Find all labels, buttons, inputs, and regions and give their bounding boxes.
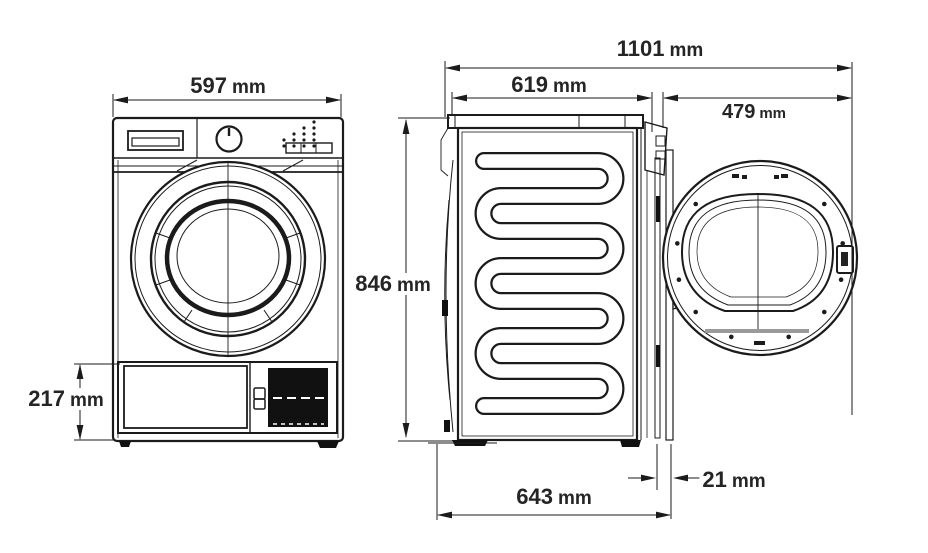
porthole-door: [129, 160, 327, 358]
hinge-area: [640, 121, 668, 440]
drawer-icon: [127, 130, 184, 151]
dimension-lines: [74, 61, 853, 520]
door-outer-rim: [661, 159, 859, 357]
program-knob-icon: [215, 125, 243, 153]
cabinet-outline: [111, 116, 345, 443]
dim-front-width-line: [112, 94, 342, 117]
top-lid: [447, 114, 644, 129]
dim-depth-closed-line: [428, 442, 672, 520]
door-open-view: [661, 159, 859, 357]
condenser-drawer: [123, 365, 248, 429]
door-spokes: [155, 232, 301, 323]
door-screw-dots: [675, 174, 845, 345]
latch-icon: [253, 387, 266, 400]
side-body: [456, 126, 639, 442]
button-row-icon: [285, 142, 333, 154]
drawer-handle: [131, 137, 180, 147]
side-view: [440, 114, 674, 447]
kick-panel: [117, 361, 338, 434]
front-bulge: [440, 127, 454, 433]
dim-total-depth-line: [444, 61, 853, 415]
dim-door-protrusion-line: [628, 474, 700, 482]
gray-trim-bar: [705, 329, 809, 333]
door-window: [680, 192, 835, 331]
door-bottom-mark: [754, 341, 765, 345]
dim-door-width-line: [662, 92, 852, 128]
door-latch-icon: [836, 245, 854, 274]
led-indicator-dots-icon: [282, 120, 316, 148]
control-panel: [113, 118, 343, 173]
dim-body-depth-line: [451, 92, 653, 132]
dim-base-height-line: [74, 363, 120, 441]
heat-exchanger-coil-icon: [474, 152, 625, 415]
front-feet: [119, 441, 339, 448]
hinge-bracket-icon: [644, 121, 668, 176]
front-view: [111, 116, 345, 448]
